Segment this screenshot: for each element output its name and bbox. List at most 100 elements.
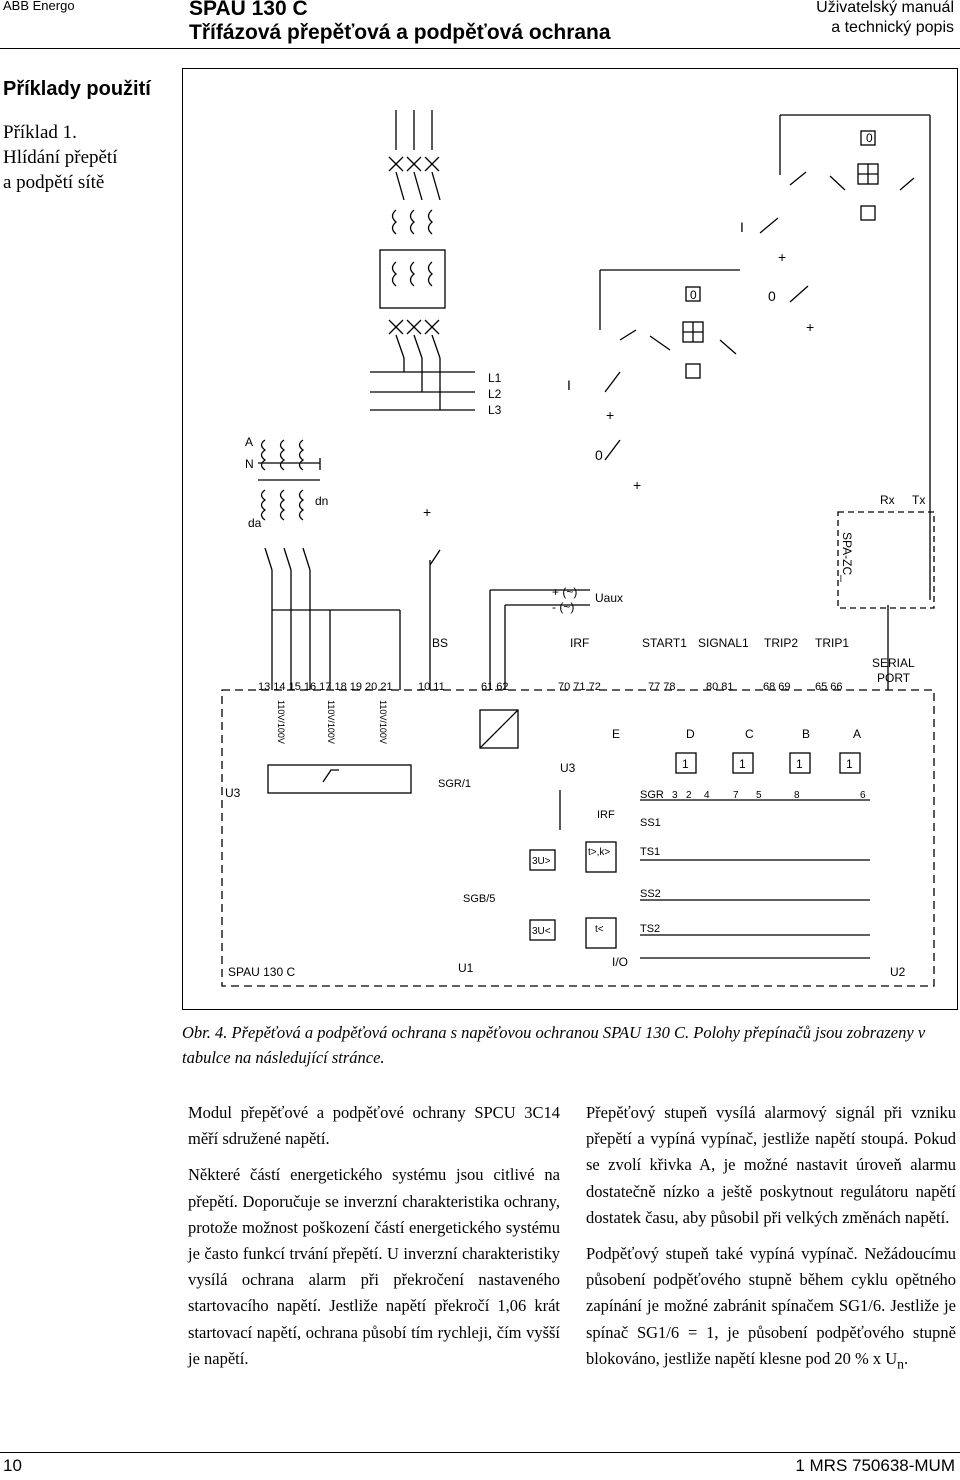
terminals-trip2: 68 69 bbox=[763, 681, 791, 693]
body-right-paragraph-2: Podpěťový stupeň také vypíná vypínač. Ne… bbox=[586, 1241, 956, 1377]
sgr1-label: SGR/1 bbox=[438, 778, 471, 790]
group-signal1: SIGNAL1 bbox=[698, 636, 749, 650]
ts1-label: TS1 bbox=[640, 846, 660, 858]
plus-sign-4: + bbox=[806, 319, 814, 335]
sgr-num-8: 8 bbox=[794, 790, 800, 801]
example-line-3: a podpětí sítě bbox=[3, 172, 105, 193]
document-title: SPAU 130 C Třífázová přepěťová a podpěťo… bbox=[189, 0, 611, 45]
brand-name: ABB Energo bbox=[3, 0, 75, 13]
terminals-bs: 10 11 bbox=[418, 681, 445, 693]
relay-a: A bbox=[853, 727, 861, 741]
relay-b: B bbox=[802, 727, 810, 741]
or-gate-1: 1 bbox=[682, 757, 689, 771]
or-gate-2: 1 bbox=[739, 757, 746, 771]
relay-d: D bbox=[686, 727, 695, 741]
body-right-paragraph-1: Přepěťový stupeň vysílá alarmový signál … bbox=[586, 1103, 956, 1227]
switch-i-label-2: I bbox=[740, 219, 744, 235]
circuit-diagram: L1 L2 L3 A N da dn I 0 I 0 0 0 + + + + +… bbox=[221, 110, 935, 987]
example-label: Příklad 1. Hlídání přepětí a podpětí sít… bbox=[3, 120, 118, 195]
manual-line-1: Uživatelský manuál bbox=[816, 0, 954, 16]
vt-label-a: A bbox=[245, 435, 253, 449]
group-bs: BS bbox=[432, 636, 448, 650]
u3-label-2: U3 bbox=[560, 761, 576, 775]
un-subscript: n bbox=[897, 1356, 905, 1372]
group-trip2: TRIP2 bbox=[764, 636, 798, 650]
stage-over: 3U> bbox=[532, 856, 551, 867]
vt-label-da: da bbox=[248, 516, 262, 530]
document-number: 1 MRS 750638-MUM bbox=[795, 1456, 955, 1475]
rating-2: 110V/100V bbox=[326, 700, 336, 744]
section-title: Příklady použití bbox=[3, 78, 151, 100]
example-line-1: Příklad 1. bbox=[3, 122, 77, 143]
body-right-column: Přepěťový stupeň vysílá alarmový signál … bbox=[586, 1100, 956, 1387]
u2-label: U2 bbox=[890, 965, 906, 979]
body-left-column: Modul přepěťové a podpěťové ochrany SPCU… bbox=[188, 1100, 560, 1382]
bus-label-l2: L2 bbox=[488, 387, 502, 401]
group-irf: IRF bbox=[570, 636, 589, 650]
ts2-label: TS2 bbox=[640, 923, 660, 935]
bus-label-l3: L3 bbox=[488, 403, 502, 417]
footer-rule bbox=[0, 1452, 960, 1453]
terminals-signal: 80 81 bbox=[706, 681, 734, 693]
plus-sign-3: + bbox=[778, 249, 786, 265]
figure-frame bbox=[182, 68, 958, 1010]
timer-over: t>,k> bbox=[588, 847, 610, 858]
sgr-num-3: 3 bbox=[672, 790, 678, 801]
terminals-trip1: 65 66 bbox=[815, 681, 843, 693]
terminals-vt: 13 14 15 16 17 18 19 20 21 bbox=[258, 681, 393, 693]
rating-3: 110V/100V bbox=[378, 700, 388, 744]
figure-caption: Obr. 4. Přepěťová a podpěťová ochrana s … bbox=[182, 1023, 926, 1067]
plus-sign-5: + bbox=[423, 504, 431, 520]
selector-0-label: 0 bbox=[866, 131, 873, 145]
paragraph-end-period: . bbox=[904, 1348, 909, 1368]
stage-under: 3U< bbox=[532, 926, 551, 937]
or-gate-4: 1 bbox=[846, 757, 853, 771]
irf-label-2: IRF bbox=[597, 809, 615, 821]
switch-i-label: I bbox=[567, 377, 571, 393]
ss2-label: SS2 bbox=[640, 888, 661, 900]
terminals-irf: 70 71 72 bbox=[558, 681, 601, 693]
ac-plus-label: + (~) bbox=[552, 585, 577, 599]
relay-c: C bbox=[745, 727, 754, 741]
terminals-start: 77 78 bbox=[648, 681, 676, 693]
body-left-paragraph-2: Některé částí energetického systému jsou… bbox=[188, 1165, 560, 1368]
title-line-2: Třífázová přepěťová a podpěťová ochrana bbox=[189, 21, 611, 44]
sgr-num-5: 5 bbox=[756, 790, 762, 801]
switch-0-label-2: 0 bbox=[768, 288, 776, 304]
ac-minus-label: - (~) bbox=[552, 600, 574, 614]
body-left-paragraph-1: Modul přepěťové a podpěťové ochrany SPCU… bbox=[188, 1103, 560, 1149]
page-number: 10 bbox=[3, 1456, 22, 1475]
rating-1: 110V/100V bbox=[276, 700, 286, 744]
title-line-1: SPAU 130 C bbox=[189, 0, 308, 20]
selector-0-label-2: 0 bbox=[690, 288, 697, 302]
body-right-paragraph-2-text: Podpěťový stupeň také vypíná vypínač. Ne… bbox=[586, 1244, 956, 1368]
sgb5-label: SGB/5 bbox=[463, 893, 495, 905]
example-line-2: Hlídání přepětí bbox=[3, 147, 118, 168]
group-start1: START1 bbox=[642, 636, 687, 650]
u1-label: U1 bbox=[458, 961, 474, 975]
bus-label-l1: L1 bbox=[488, 371, 502, 385]
sgr-label: SGR bbox=[640, 789, 664, 801]
manual-line-2: a technický popis bbox=[831, 19, 954, 36]
vt-label-dn: dn bbox=[315, 494, 328, 508]
relay-e: E bbox=[612, 727, 620, 741]
header-rule bbox=[0, 48, 960, 49]
rx-label: Rx bbox=[880, 493, 895, 507]
manual-label: Uživatelský manuál a technický popis bbox=[816, 0, 954, 38]
plus-sign-1: + bbox=[606, 407, 614, 423]
timer-under: t< bbox=[595, 924, 604, 935]
ss1-label: SS1 bbox=[640, 817, 661, 829]
or-gate-3: 1 bbox=[796, 757, 803, 771]
sgr-num-2: 2 bbox=[686, 790, 692, 801]
spa-zc-label: SPA-ZC_ bbox=[840, 532, 854, 582]
plus-sign-2: + bbox=[633, 477, 641, 493]
uaux-label: Uaux bbox=[595, 591, 623, 605]
serial-port-line-2: PORT bbox=[877, 671, 911, 685]
terminals-ps: 61 62 bbox=[481, 681, 509, 693]
tx-label: Tx bbox=[912, 493, 925, 507]
serial-port-line-1: SERIAL bbox=[872, 656, 915, 670]
group-trip1: TRIP1 bbox=[815, 636, 849, 650]
spau-label: SPAU 130 C bbox=[228, 965, 295, 979]
sgr-num-4: 4 bbox=[704, 790, 710, 801]
io-label: I/O bbox=[612, 955, 628, 969]
